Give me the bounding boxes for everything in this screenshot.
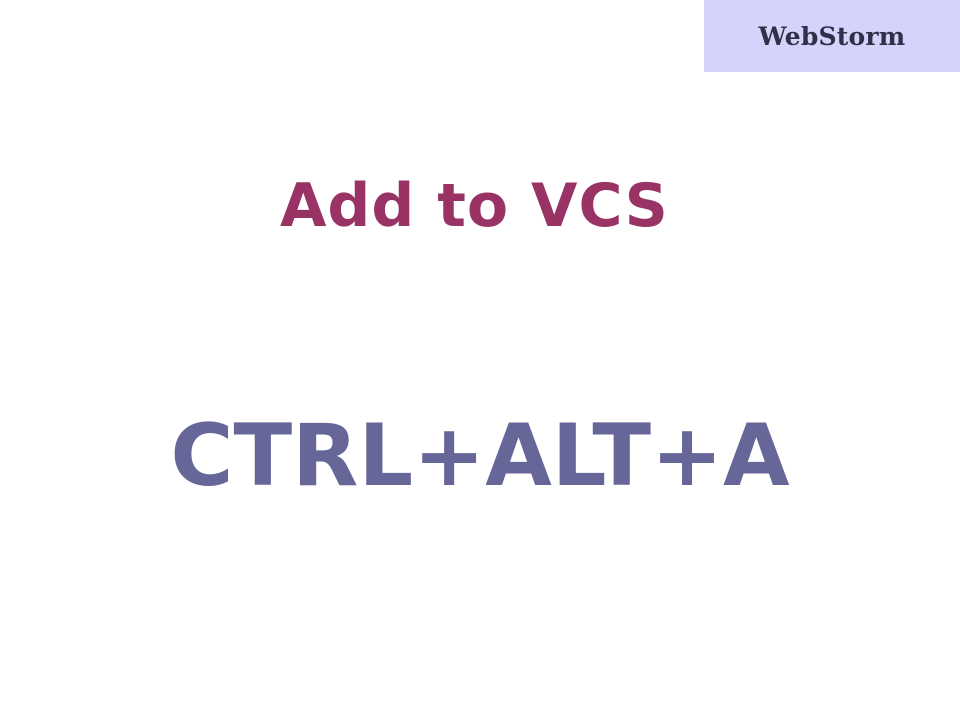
action-title: Add to VCS xyxy=(280,171,669,241)
keyboard-shortcut: CTRL+ALT+A xyxy=(170,406,790,506)
product-name: WebStorm xyxy=(758,21,906,51)
product-badge: WebStorm xyxy=(704,0,960,72)
